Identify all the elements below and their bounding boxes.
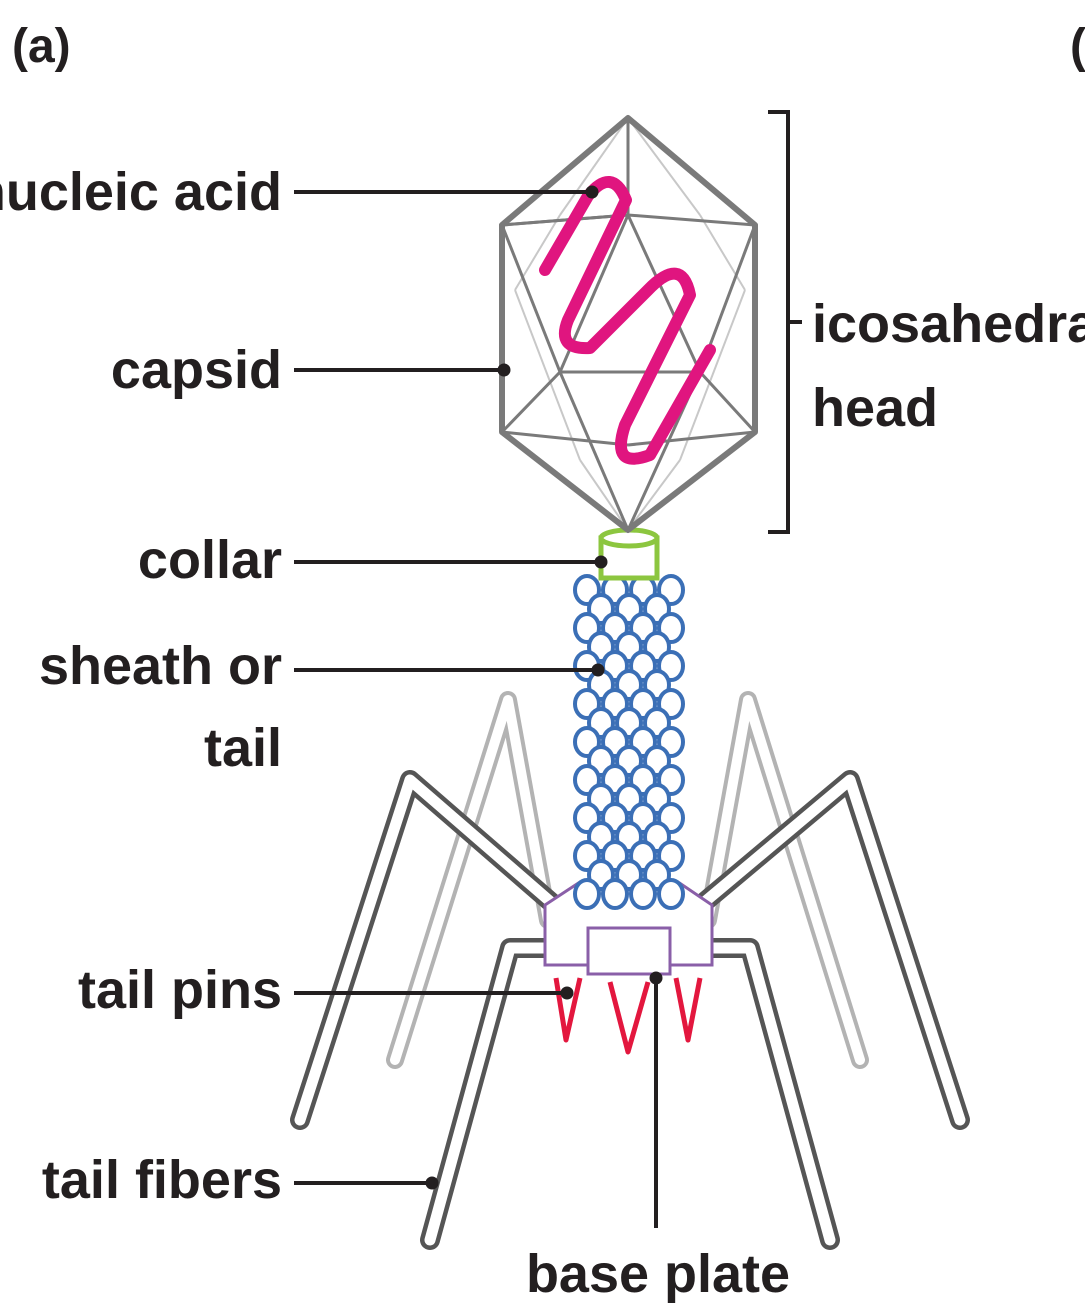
sheath-bead xyxy=(575,880,599,908)
nucleic-acid xyxy=(545,182,710,459)
label-base-plate: base plate xyxy=(526,1244,790,1304)
sheath-bead xyxy=(659,880,683,908)
collar xyxy=(601,530,657,578)
sheath xyxy=(575,576,683,908)
label-head-line2: head xyxy=(812,378,938,438)
tail-pins xyxy=(556,978,700,1052)
label-collar: collar xyxy=(138,530,282,590)
label-tail-fibers: tail fibers xyxy=(42,1150,282,1210)
label-tail-pins: tail pins xyxy=(78,960,282,1020)
label-head-line1: icosahedral xyxy=(812,294,1085,354)
label-sheath-line1: sheath or xyxy=(39,636,282,696)
label-sheath-line2: tail xyxy=(204,718,282,778)
label-capsid: capsid xyxy=(111,340,282,400)
sheath-bead xyxy=(631,880,655,908)
label-nucleic-acid: nucleic acid xyxy=(0,162,282,222)
panel-label-next-fragment: ( xyxy=(1070,20,1085,73)
capsid xyxy=(502,118,755,530)
head-bracket xyxy=(768,112,802,532)
panel-label-a: (a) xyxy=(12,20,71,73)
sheath-bead xyxy=(603,880,627,908)
